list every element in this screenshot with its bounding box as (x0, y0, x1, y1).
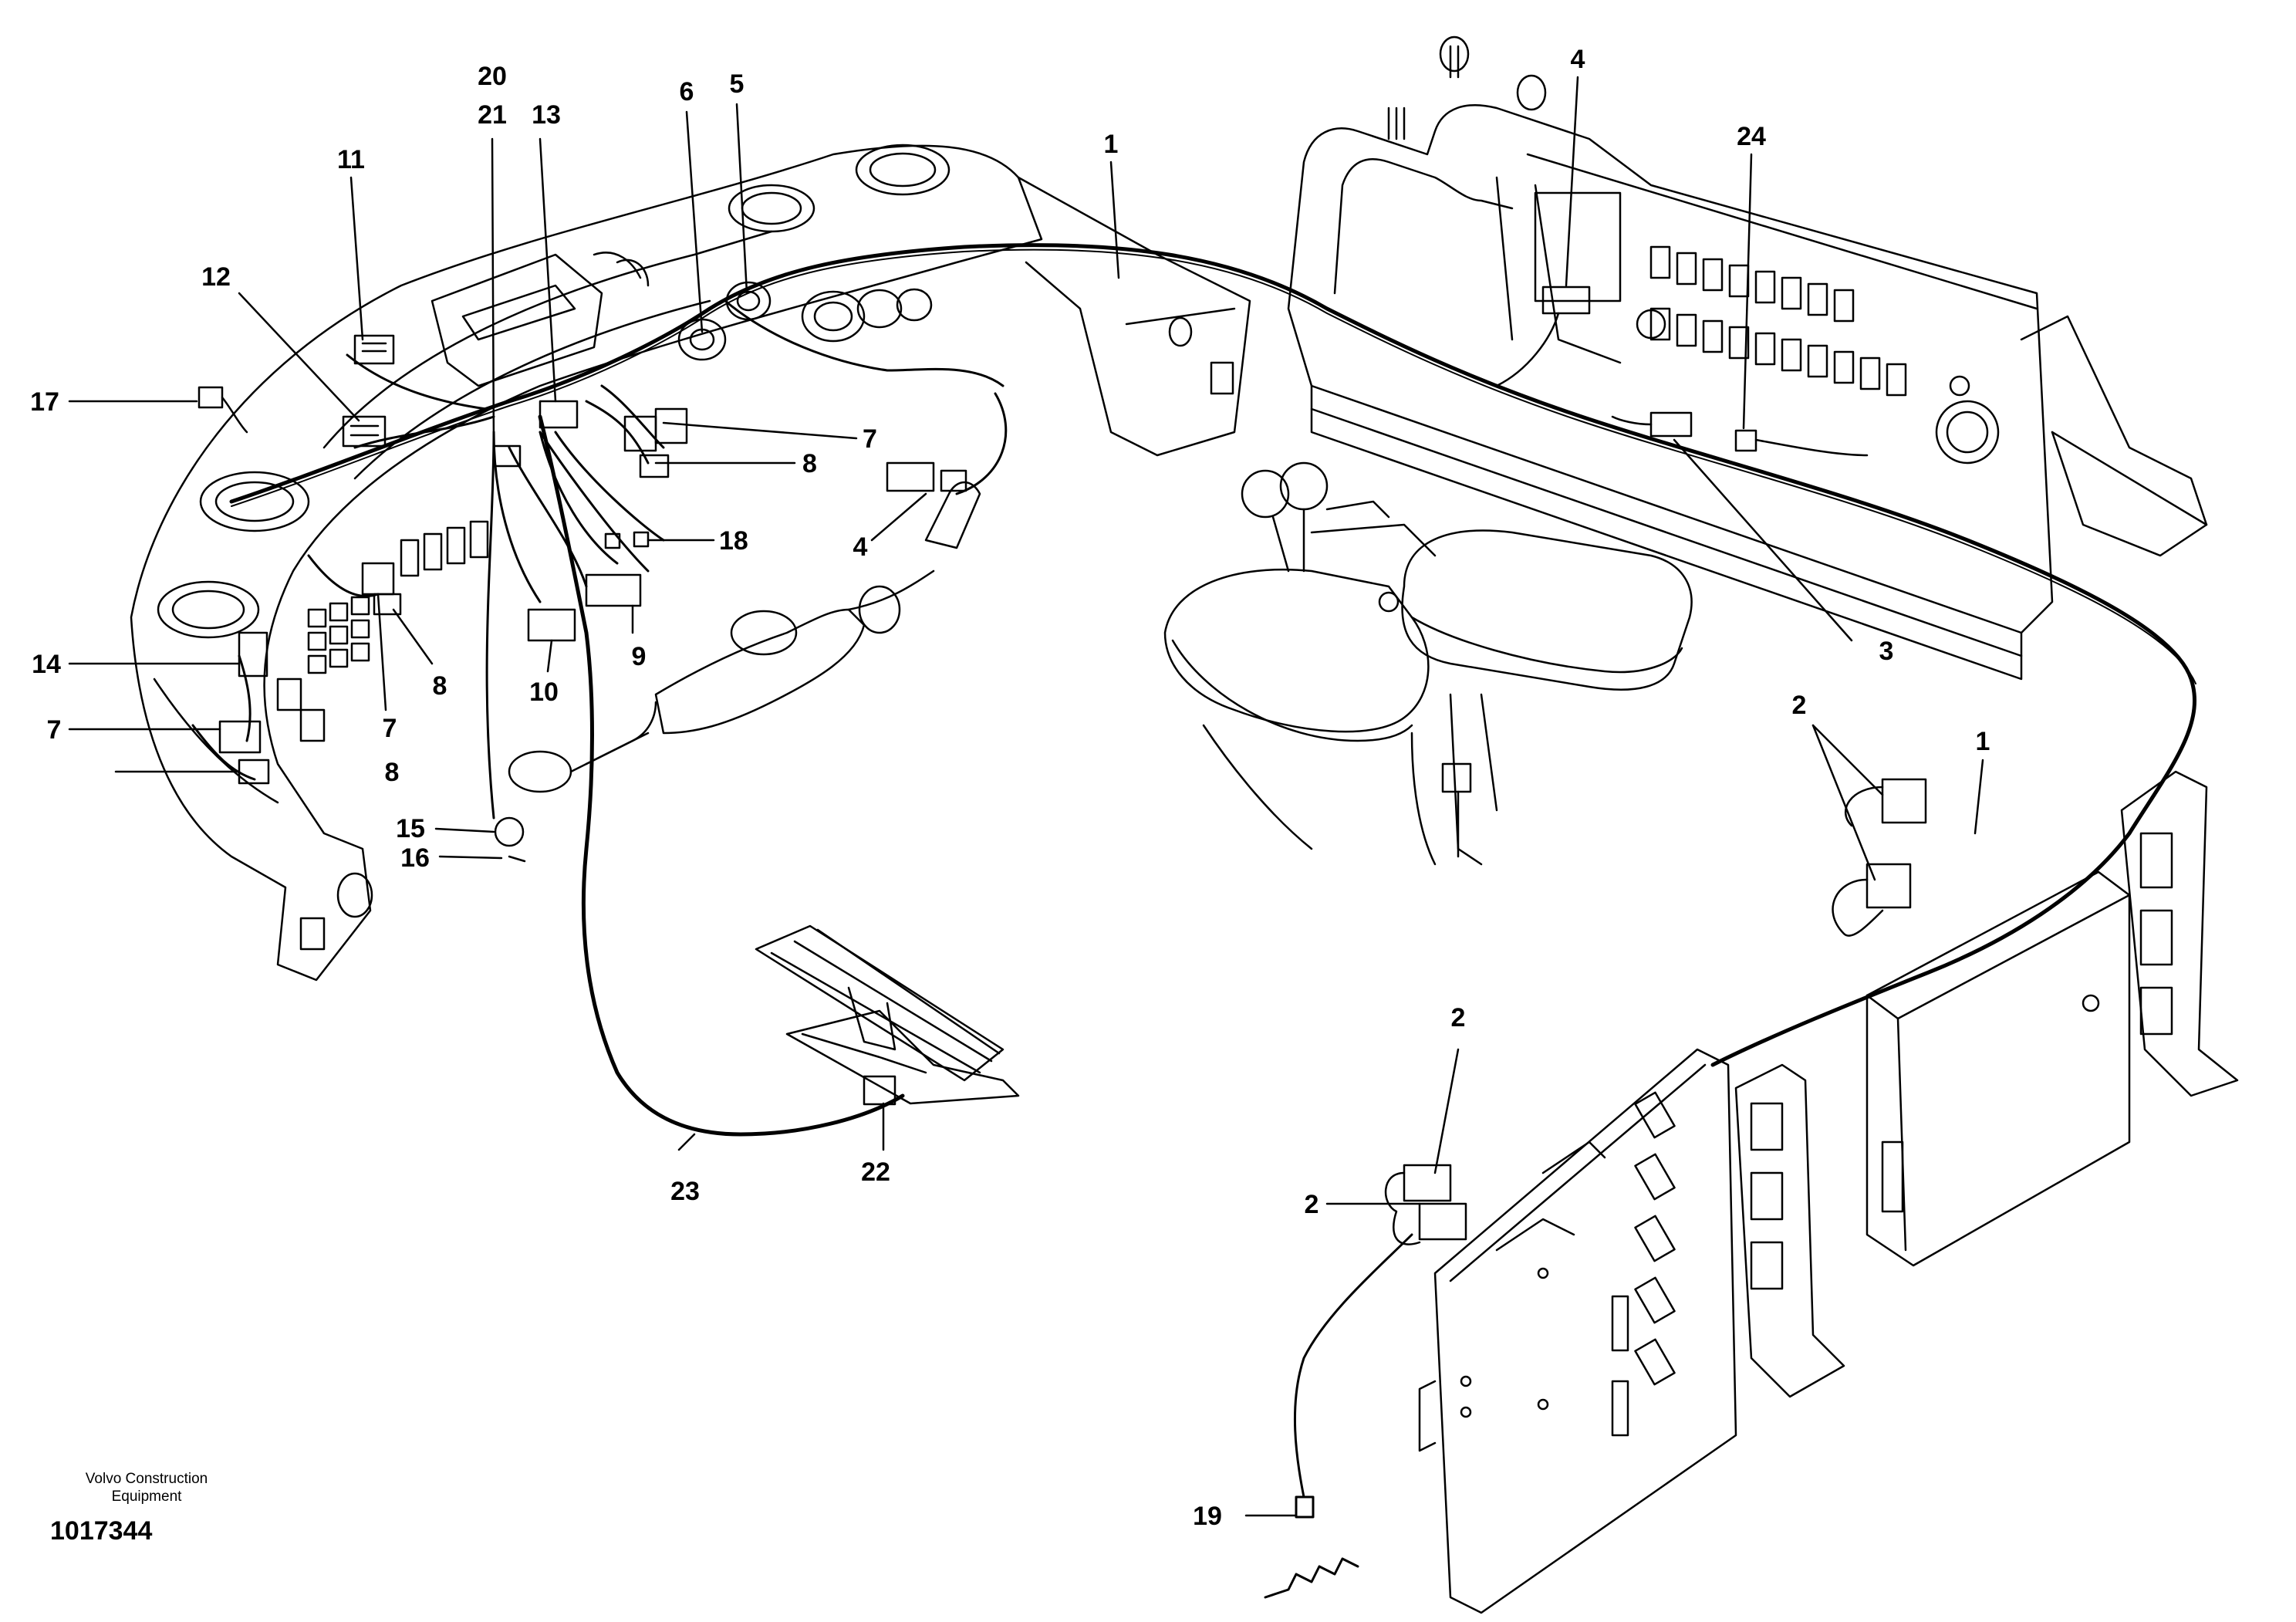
main-harness-1 (229, 243, 2196, 1067)
callout-17: 17 (30, 387, 59, 417)
harness-to-19 (1264, 1233, 1413, 1599)
connector-10 (527, 608, 576, 642)
connector-12 (342, 415, 387, 448)
callout-2-mid: 2 (1451, 1003, 1466, 1032)
callout-6: 6 (680, 77, 694, 106)
steering-column-switch (508, 481, 981, 793)
callout-16: 16 (400, 843, 430, 873)
callout-5: 5 (730, 69, 745, 99)
branch-to-pedal (538, 414, 905, 1137)
panel-display (1534, 191, 1622, 302)
connector-13 (539, 400, 579, 429)
callout-1-right: 1 (1976, 727, 1990, 756)
connector-8-top (639, 454, 670, 478)
callout-2-upper: 2 (1792, 691, 1807, 720)
connector-7-top (623, 407, 688, 452)
callout-18: 18 (719, 526, 748, 556)
callout-20: 20 (478, 62, 507, 91)
callout-15: 15 (396, 814, 425, 843)
callout-10: 10 (529, 678, 559, 707)
connector-17 (198, 386, 248, 434)
publisher-line-2: Equipment (111, 1489, 182, 1505)
connector-11 (353, 334, 395, 365)
instrument-dashboard (130, 144, 1251, 982)
callout-9: 9 (632, 642, 647, 671)
mounting-bracket-mid (1734, 1063, 1845, 1398)
gauge-left-upper (199, 471, 310, 532)
callout-8-low: 8 (385, 758, 400, 787)
connector-16 (508, 855, 526, 863)
connector-9 (585, 573, 642, 607)
gauge-top-mid (728, 184, 815, 233)
side-control-panel (1287, 35, 2208, 681)
callout-23: 23 (670, 1177, 700, 1206)
callout-1-top: 1 (1104, 130, 1119, 159)
connector-20-21 (492, 444, 522, 468)
operator-seat (1163, 461, 1693, 866)
dash-sub-harness (191, 353, 665, 819)
switch-bank-left (400, 520, 489, 577)
connector-7-low (218, 720, 262, 754)
callout-24: 24 (1737, 122, 1766, 151)
connector-5 (725, 281, 772, 321)
switch-grid (1649, 245, 1907, 397)
callout-4-left: 4 (853, 532, 868, 562)
gauge-left-lower (157, 580, 260, 639)
connector-24 (1734, 429, 1869, 457)
drawing-number: 1017344 (50, 1516, 153, 1546)
callout-7-mid: 7 (383, 714, 397, 743)
callout-2-low: 2 (1305, 1190, 1319, 1219)
callout-8-top: 8 (802, 449, 817, 478)
callout-4-top: 4 (1571, 45, 1585, 74)
callout-22: 22 (861, 1157, 890, 1187)
mounting-bracket-right (2120, 770, 2239, 1097)
gauge-top-right (855, 144, 950, 196)
connector-15 (494, 816, 525, 847)
callout-3: 3 (1879, 637, 1894, 666)
callout-labels: 20 21 13 6 5 11 12 17 1 4 24 7 8 4 18 14… (30, 45, 1990, 1531)
connector-4-left (886, 461, 967, 492)
connector-22 (863, 1075, 896, 1106)
panel-gauge (1935, 400, 2000, 465)
callout-7-low: 7 (47, 715, 62, 745)
callout-19: 19 (1193, 1502, 1222, 1531)
connectors-2-upper (1832, 778, 1927, 937)
dash-bracket-slot (299, 917, 326, 951)
callout-13: 13 (532, 100, 561, 130)
callout-7-top: 7 (863, 424, 877, 454)
callout-8-mid: 8 (433, 671, 447, 701)
connector-7-mid (361, 562, 395, 596)
connector-19 (1295, 1495, 1315, 1519)
connector-4-right (1495, 286, 1591, 387)
connector-8-mid (373, 593, 402, 616)
connector-14 (238, 631, 268, 678)
connector-3 (1611, 411, 1693, 438)
joystick-knob-1 (1241, 469, 1290, 519)
instrument-cluster (430, 253, 603, 387)
accelerator-pedal (755, 924, 1020, 1106)
control-board (1418, 1048, 1737, 1614)
ecu-box (1866, 870, 2131, 1267)
ignition-switch (801, 288, 933, 343)
callout-21: 21 (478, 100, 507, 130)
leader-lines (68, 76, 1984, 1517)
callout-12: 12 (201, 262, 231, 292)
connectors-2-lower (1384, 1164, 1467, 1245)
callout-11: 11 (337, 145, 365, 174)
keypad (276, 596, 370, 742)
branch-to-lever (724, 299, 1008, 495)
connector-18 (604, 531, 650, 549)
callout-14: 14 (32, 650, 61, 679)
drawing-footer: Volvo Construction Equipment 1017344 (23, 1470, 270, 1546)
publisher-line-1: Volvo Construction (85, 1471, 208, 1487)
